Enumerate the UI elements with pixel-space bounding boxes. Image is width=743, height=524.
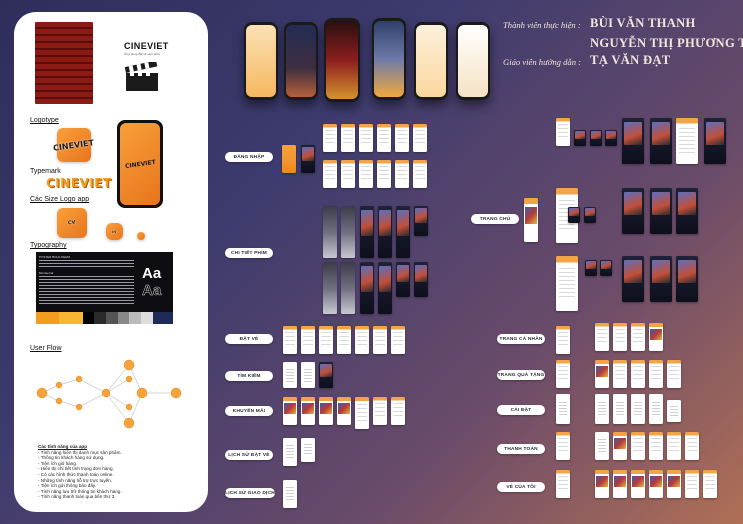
- typemark-text: CINEVIET: [46, 176, 112, 190]
- logo-size-medium: CV: [106, 223, 123, 240]
- typemark-label: Typemark: [30, 168, 61, 175]
- typography-font2: Montserrat: [39, 271, 54, 275]
- user-flow-label: User Flow: [30, 345, 62, 352]
- user-flow-diagram: [34, 357, 204, 437]
- features-title: Các tính năng của app: [38, 444, 88, 449]
- logo-size-large: CV: [57, 208, 87, 238]
- member-name-1: BÙI VĂN THANH: [590, 16, 696, 30]
- brand-name: CINEVIET: [124, 41, 169, 51]
- brand-guideline-panel: CINEVIET Ứng dụng đặt vé xem phim Logoty…: [14, 12, 208, 512]
- features-list: Các tính năng của app - Tính năng hiển t…: [38, 444, 203, 500]
- member-name-2: NGUYỄN THỊ PHƯƠNG THẢO: [590, 36, 743, 50]
- typography-font1: POSTER BOLD DEMO: [39, 255, 71, 259]
- section-booking-history: LỊCH SỬ ĐẶT VÉ: [225, 450, 273, 460]
- feature-item: - Tính năng lưu trữ thông tin khách hàng…: [38, 488, 123, 494]
- section-my-tickets: VÉ CỦA TÔI: [497, 482, 545, 492]
- section-settings: CÀI ĐẶT: [497, 405, 545, 415]
- feature-item: - Tính năng hiển thị danh mục sản phẩm.: [38, 449, 122, 455]
- typography-sample-outline: Aa: [142, 282, 162, 300]
- advisor-name: TẠ VĂN ĐẠT: [590, 53, 671, 67]
- section-transaction-history: LỊCH SỬ GIAO DỊCH: [225, 488, 275, 498]
- feature-item: - Tiện ích gửi thông báo đẩy.: [38, 483, 97, 489]
- section-promotion: KHUYẾN MÃI: [225, 406, 273, 416]
- typography-sample-big: Aa: [142, 265, 162, 282]
- advisor-label: Giáo viên hướng dẫn :: [503, 57, 582, 67]
- typography-label: Typography: [30, 242, 67, 249]
- section-home: TRANG CHỦ: [471, 214, 519, 224]
- typography-specimen: POSTER BOLD DEMO Montserrat Aa Aa: [36, 252, 173, 312]
- brand-tagline: Ứng dụng đặt vé xem phim: [124, 52, 161, 56]
- section-profile: TRANG CÁ NHÂN: [497, 334, 545, 344]
- phone-mockup-6: [456, 22, 490, 100]
- feature-item: - Có các hình thức thanh toán online.: [38, 471, 114, 477]
- section-login: ĐĂNG NHẬP: [225, 152, 273, 162]
- section-booking: ĐẶT VÉ: [225, 334, 273, 344]
- logotype-text: CINEVIET: [53, 137, 95, 153]
- phone-mockup-1: [244, 22, 278, 100]
- members-label: Thành viên thực hiện :: [503, 20, 581, 30]
- logo-phone-mockup: CINEVIET: [117, 120, 163, 208]
- clapperboard-icon: [124, 60, 160, 92]
- logo-sizes-label: Các Size Logo app: [30, 196, 90, 203]
- cinema-seats-image: [35, 22, 93, 104]
- section-search: TÌM KIẾM: [225, 371, 273, 381]
- logotype-label: Logotype: [30, 117, 59, 124]
- section-payment: THANH TOÁN: [497, 444, 545, 454]
- phone-mockup-4: [372, 18, 406, 100]
- section-movie-detail: CHI TIẾT PHIM: [225, 248, 273, 258]
- phone-logo-text: CINEVIET: [124, 158, 156, 170]
- phone-mockup-3: [324, 18, 360, 102]
- logo-size-small: [137, 232, 145, 240]
- feature-item: - Tiện ích giỏ hàng.: [38, 460, 78, 466]
- feature-item: - Tính năng thanh toán qua bên thứ 3.: [38, 494, 116, 500]
- feature-item: - Hiển thị chi tiết tình trạng đơn hàng.: [38, 466, 114, 472]
- section-gifts: TRANG QUÀ TẶNG: [497, 370, 545, 380]
- feature-item: - Thông tin khách hàng sử dụng.: [38, 455, 105, 461]
- logotype-image: CINEVIET: [53, 128, 95, 162]
- phone-mockup-2: [284, 22, 318, 100]
- phone-mockup-5: [414, 22, 448, 100]
- color-palette: [36, 312, 173, 324]
- feature-item: - Những tính năng hỗ trợ trực tuyến.: [38, 477, 113, 483]
